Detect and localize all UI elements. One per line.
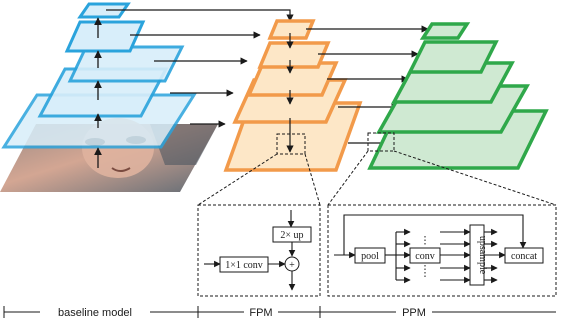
ppm-level-1 (419, 22, 471, 40)
backbone-level-5 (77, 2, 131, 19)
fpm-stack (223, 19, 363, 172)
scale-label-baseline: baseline model (58, 307, 132, 319)
fpm-level-1 (267, 19, 316, 40)
ppm-stack (367, 22, 549, 170)
ppm-concat-block (504, 247, 544, 264)
ppm-concat-label: concat (511, 251, 537, 262)
fpm-upsample-label: 2× up (280, 230, 303, 241)
ppm-level-2 (407, 40, 499, 74)
fpm-conv-label: 1×1 conv (225, 260, 263, 271)
fpm-detail-box: 2× up 1×1 conv + (197, 204, 321, 297)
scale-label-ppm: PPM (402, 307, 426, 319)
ppm-detail-box: pool conv upsample (327, 204, 557, 297)
backbone-level-4 (64, 20, 146, 53)
bottom-scale: baseline model FPM PPM (3, 306, 556, 319)
fpm-sum-symbol: + (289, 260, 295, 271)
lateral-arrows-to-fpm (106, 9, 294, 128)
ppm-upsample-label: upsample (477, 236, 488, 275)
zoom-guide-lines (197, 150, 557, 206)
backbone-stack (0, 2, 218, 192)
fpm-zoom-region (276, 133, 306, 155)
fpm-level-2 (257, 41, 331, 69)
scale-label-fpm: FPM (249, 307, 272, 319)
ppm-conv-label: conv (415, 251, 434, 262)
ppm-zoom-region (367, 132, 395, 152)
ppm-pool-label: pool (361, 251, 379, 262)
